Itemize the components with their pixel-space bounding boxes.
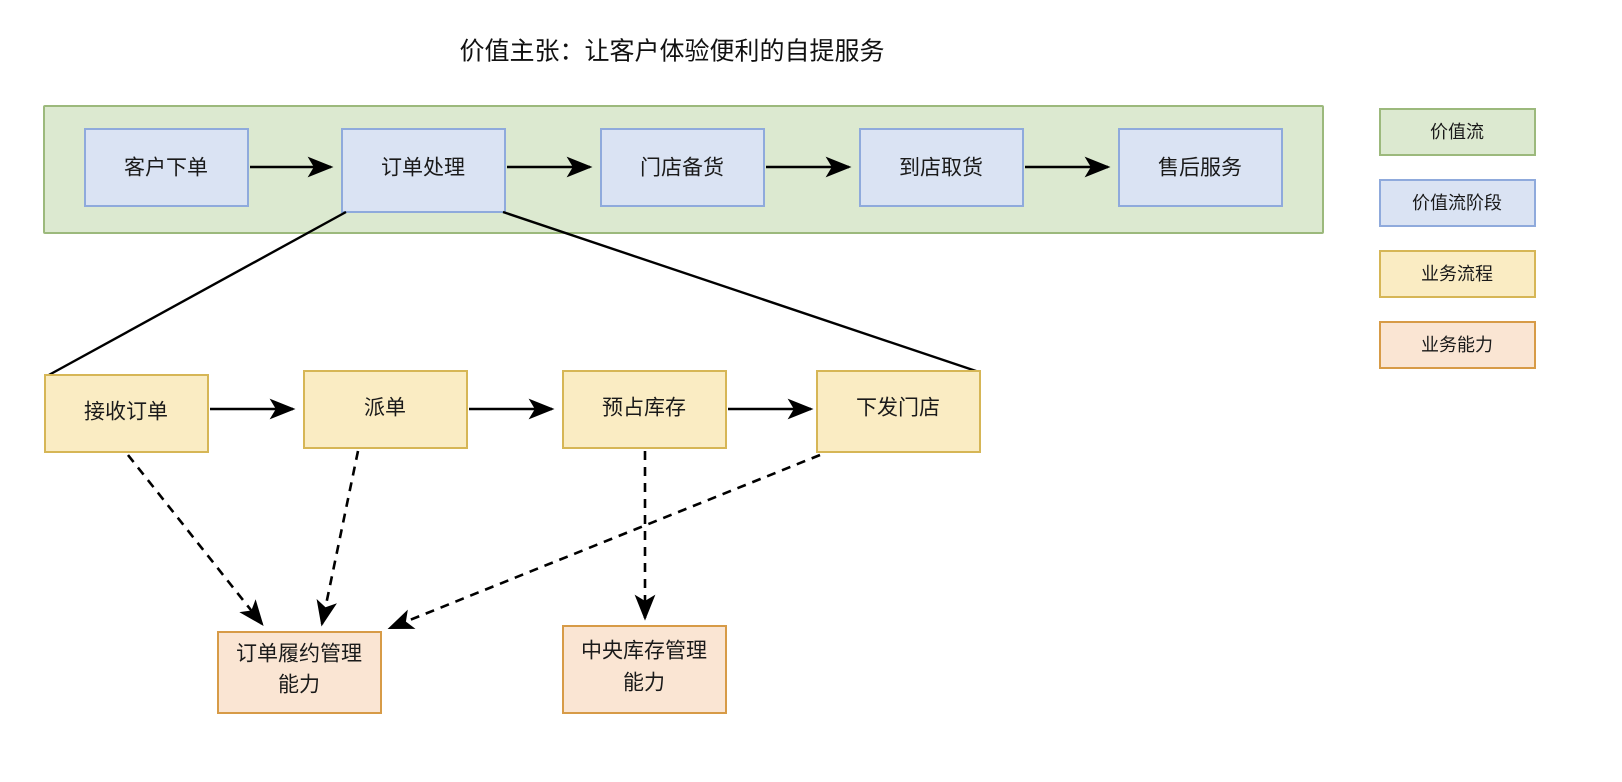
business-process-0[interactable]: 接收订单 bbox=[44, 374, 209, 453]
capability-label-0-line1: 订单履约管理 bbox=[236, 643, 362, 666]
process-label-0: 接收订单 bbox=[84, 401, 168, 424]
legend-label-0: 价值流 bbox=[1430, 122, 1484, 142]
decomposition-link-right bbox=[502, 210, 980, 374]
business-capability-1[interactable]: 中央库存管理 能力 bbox=[562, 625, 727, 714]
stage-label-2: 门店备货 bbox=[640, 157, 724, 180]
legend: 价值流 价值流阶段 业务流程 业务能力 bbox=[1379, 108, 1536, 369]
business-capability-0[interactable]: 订单履约管理 能力 bbox=[217, 631, 382, 714]
process-label-1: 派单 bbox=[364, 397, 406, 420]
legend-item-1[interactable]: 价值流阶段 bbox=[1379, 179, 1536, 227]
business-process-2[interactable]: 预占库存 bbox=[562, 370, 727, 449]
page-title: 价值主张：让客户体验便利的自提服务 bbox=[459, 38, 884, 66]
stage-label-1: 订单处理 bbox=[381, 157, 465, 180]
business-process-1[interactable]: 派单 bbox=[303, 370, 468, 449]
process-label-2: 预占库存 bbox=[602, 397, 686, 420]
value-stream-stage-4[interactable]: 售后服务 bbox=[1118, 128, 1283, 207]
stage-label-4: 售后服务 bbox=[1158, 157, 1242, 180]
legend-item-3[interactable]: 业务能力 bbox=[1379, 321, 1536, 369]
capability-label-0-line2: 能力 bbox=[278, 674, 320, 697]
value-stream-stage-2[interactable]: 门店备货 bbox=[600, 128, 765, 207]
value-stream-stage-3[interactable]: 到店取货 bbox=[859, 128, 1024, 207]
legend-label-1: 价值流阶段 bbox=[1412, 193, 1502, 213]
legend-item-0[interactable]: 价值流 bbox=[1379, 108, 1536, 156]
stage-label-0: 客户下单 bbox=[124, 157, 208, 180]
legend-label-2: 业务流程 bbox=[1421, 264, 1493, 284]
capability-label-1-line2: 能力 bbox=[623, 672, 665, 695]
capability-link-receive-order bbox=[126, 454, 264, 627]
capability-label-1-line1: 中央库存管理 bbox=[581, 640, 707, 663]
stage-label-3: 到店取货 bbox=[899, 157, 983, 180]
capability-link-send-to-store bbox=[387, 453, 821, 630]
legend-label-3: 业务能力 bbox=[1421, 335, 1493, 355]
value-stream-stage-0[interactable]: 客户下单 bbox=[84, 128, 249, 207]
value-stream-stage-1[interactable]: 订单处理 bbox=[341, 128, 506, 213]
process-label-3: 下发门店 bbox=[856, 397, 940, 420]
business-process-3[interactable]: 下发门店 bbox=[816, 370, 981, 453]
decomposition-link-left bbox=[46, 210, 347, 378]
capability-link-dispatch bbox=[316, 450, 360, 627]
legend-item-2[interactable]: 业务流程 bbox=[1379, 250, 1536, 298]
